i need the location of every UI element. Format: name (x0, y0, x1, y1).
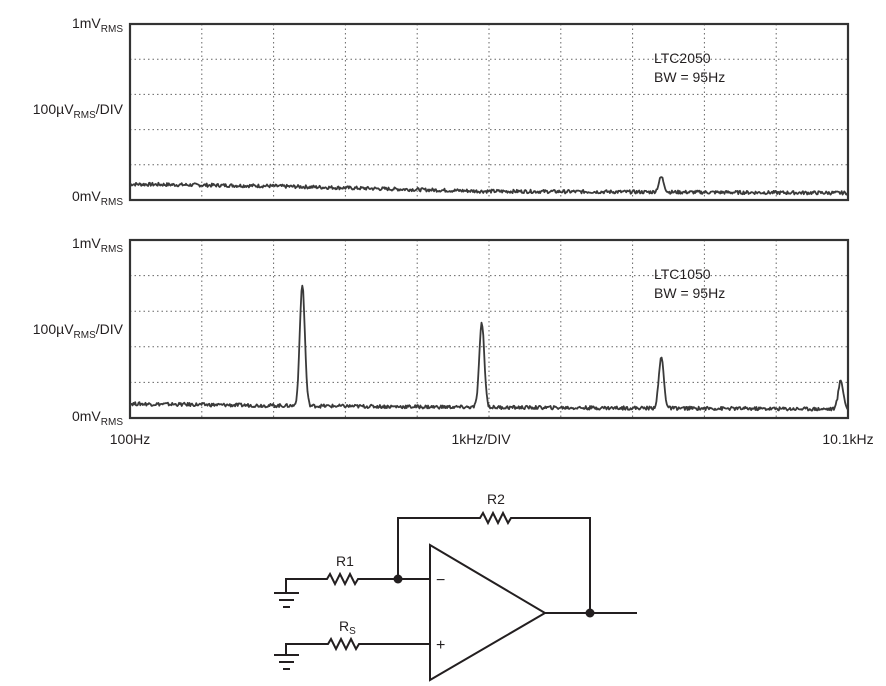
plot-frame (128, 22, 850, 202)
minus-input-label: − (436, 572, 445, 589)
x-label-left: 100Hz (110, 431, 150, 447)
bandwidth-label: BW = 95Hz (654, 285, 725, 301)
y-label-top: 1mVRMS (72, 15, 123, 35)
plus-input-label: + (436, 637, 445, 654)
device-label: LTC2050 (654, 50, 711, 66)
plot-frame (128, 238, 850, 420)
noise-trace (129, 284, 849, 412)
x-label-right: 10.1kHz (822, 431, 873, 447)
r1-resistor (285, 571, 430, 593)
y-label-scale: 100µVRMS/DIV (33, 321, 124, 341)
bandwidth-label: BW = 95Hz (654, 69, 725, 85)
rs-resistor (285, 636, 430, 655)
y-label-scale: 100µVRMS/DIV (33, 101, 124, 121)
y-label-bottom: 0mVRMS (72, 188, 123, 208)
r1-label: R1 (336, 553, 354, 569)
circuit-diagram: − + R2 R1 RS (274, 491, 637, 682)
y-label-top: 1mVRMS (72, 235, 123, 255)
junction-node (393, 574, 403, 584)
device-label: LTC1050 (654, 266, 711, 282)
r2-label: R2 (487, 491, 505, 507)
y-label-bottom: 0mVRMS (72, 408, 123, 428)
plot-ltc1050: 1mVRMS 100µVRMS/DIV 0mVRMS LTC1050 BW = … (33, 235, 874, 447)
ground-icon (274, 654, 299, 670)
noise-trace (129, 176, 849, 196)
plot-ltc2050: 1mVRMS 100µVRMS/DIV 0mVRMS LTC2050 BW = … (33, 15, 850, 208)
x-label-scale: 1kHz/DIV (451, 431, 511, 447)
r2-resistor (397, 510, 591, 613)
rs-label: RS (339, 618, 356, 637)
opamp-symbol (429, 543, 547, 682)
junction-node (585, 608, 595, 618)
ground-icon (274, 592, 299, 608)
